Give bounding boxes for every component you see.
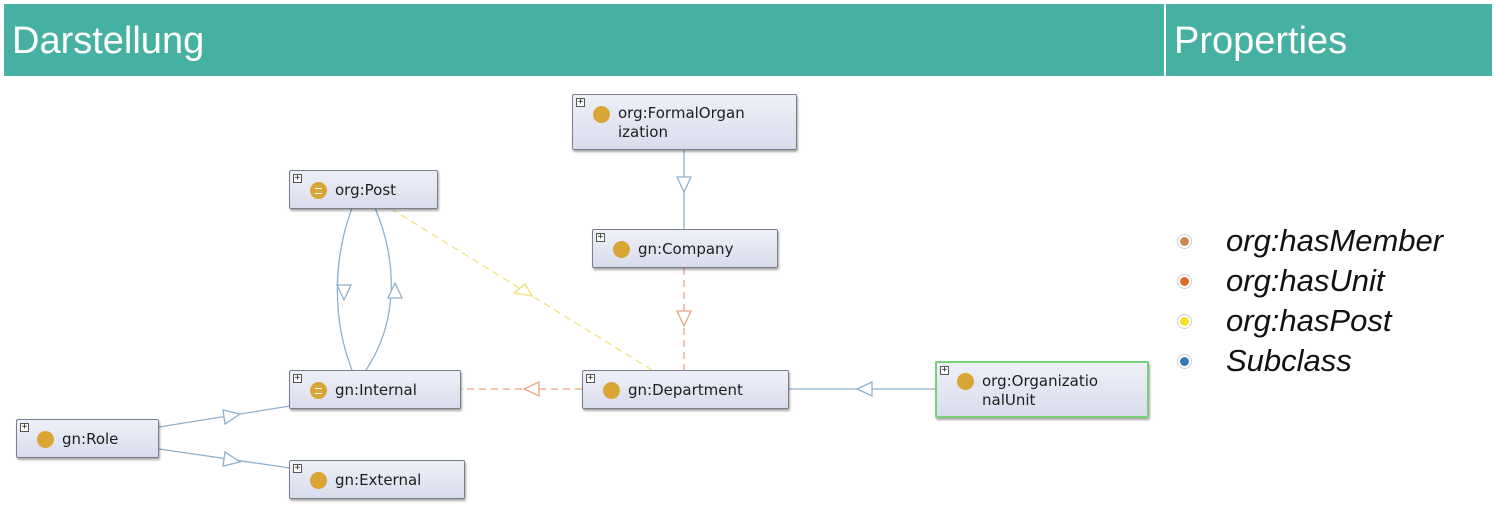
node-label: gn:External xyxy=(335,471,422,489)
edge-arrowhead xyxy=(512,283,534,297)
class-icon xyxy=(957,373,974,390)
expand-icon[interactable]: + xyxy=(940,365,949,375)
node-org-post[interactable]: + org:Post xyxy=(289,170,438,209)
node-gn-external[interactable]: + gn:External xyxy=(289,460,465,499)
node-gn-company[interactable]: + gn:Company xyxy=(592,229,778,268)
legend-label: org:hasMember xyxy=(1226,223,1444,258)
edge-haspost-department-post xyxy=(392,209,653,371)
expand-icon[interactable]: + xyxy=(293,373,302,383)
expand-icon[interactable]: + xyxy=(586,373,595,383)
edge-arrowhead xyxy=(522,380,540,398)
class-icon xyxy=(593,106,610,123)
header-title-properties: Properties xyxy=(1174,20,1348,62)
expand-icon[interactable]: + xyxy=(20,422,29,432)
node-label: gn:Department xyxy=(628,381,743,399)
node-label: gn:Company xyxy=(638,240,734,258)
edge-arrowhead xyxy=(386,281,404,299)
class-icon xyxy=(613,241,630,258)
node-label: org:Organizatio nalUnit xyxy=(982,372,1099,409)
legend-dot-icon xyxy=(1177,274,1192,289)
node-org-formalorganization[interactable]: + org:FormalOrgan ization xyxy=(572,94,797,150)
node-org-organizationalunit[interactable]: + org:Organizatio nalUnit xyxy=(935,361,1149,418)
node-label: gn:Role xyxy=(62,430,119,448)
edge-arrowhead xyxy=(222,450,242,467)
node-gn-role[interactable]: + gn:Role xyxy=(16,419,159,458)
legend-label: org:hasUnit xyxy=(1226,263,1385,298)
equivalent-class-icon xyxy=(310,382,327,399)
legend-dot-icon xyxy=(1177,354,1192,369)
expand-icon[interactable]: + xyxy=(596,232,605,242)
header-bar-darstellung: Darstellung xyxy=(4,4,1164,76)
class-icon xyxy=(37,431,54,448)
expand-icon[interactable]: + xyxy=(576,97,585,107)
header-title-darstellung: Darstellung xyxy=(12,20,205,62)
legend-dot-icon xyxy=(1177,314,1192,329)
legend-dot-icon xyxy=(1177,234,1192,249)
equivalent-class-icon xyxy=(310,182,327,199)
edge-arrowhead xyxy=(222,409,242,426)
edge-subclass-internal-post xyxy=(365,207,392,371)
edge-arrowhead xyxy=(335,284,353,302)
edge-subclass-post-internal xyxy=(336,207,353,371)
legend-label: org:hasPost xyxy=(1226,303,1392,338)
edge-arrowhead xyxy=(675,176,693,194)
node-gn-department[interactable]: + gn:Department xyxy=(582,370,789,409)
legend-label: Subclass xyxy=(1226,343,1352,378)
class-icon xyxy=(310,472,327,489)
node-label: org:FormalOrgan ization xyxy=(618,104,745,141)
expand-icon[interactable]: + xyxy=(293,463,302,473)
edge-arrowhead xyxy=(675,310,693,328)
node-label: org:Post xyxy=(335,181,397,199)
node-gn-internal[interactable]: + gn:Internal xyxy=(289,370,461,409)
edge-arrowhead xyxy=(855,380,873,398)
header-bar-properties: Properties xyxy=(1166,4,1492,76)
class-icon xyxy=(603,382,620,399)
node-label: gn:Internal xyxy=(335,381,417,399)
expand-icon[interactable]: + xyxy=(293,173,302,183)
